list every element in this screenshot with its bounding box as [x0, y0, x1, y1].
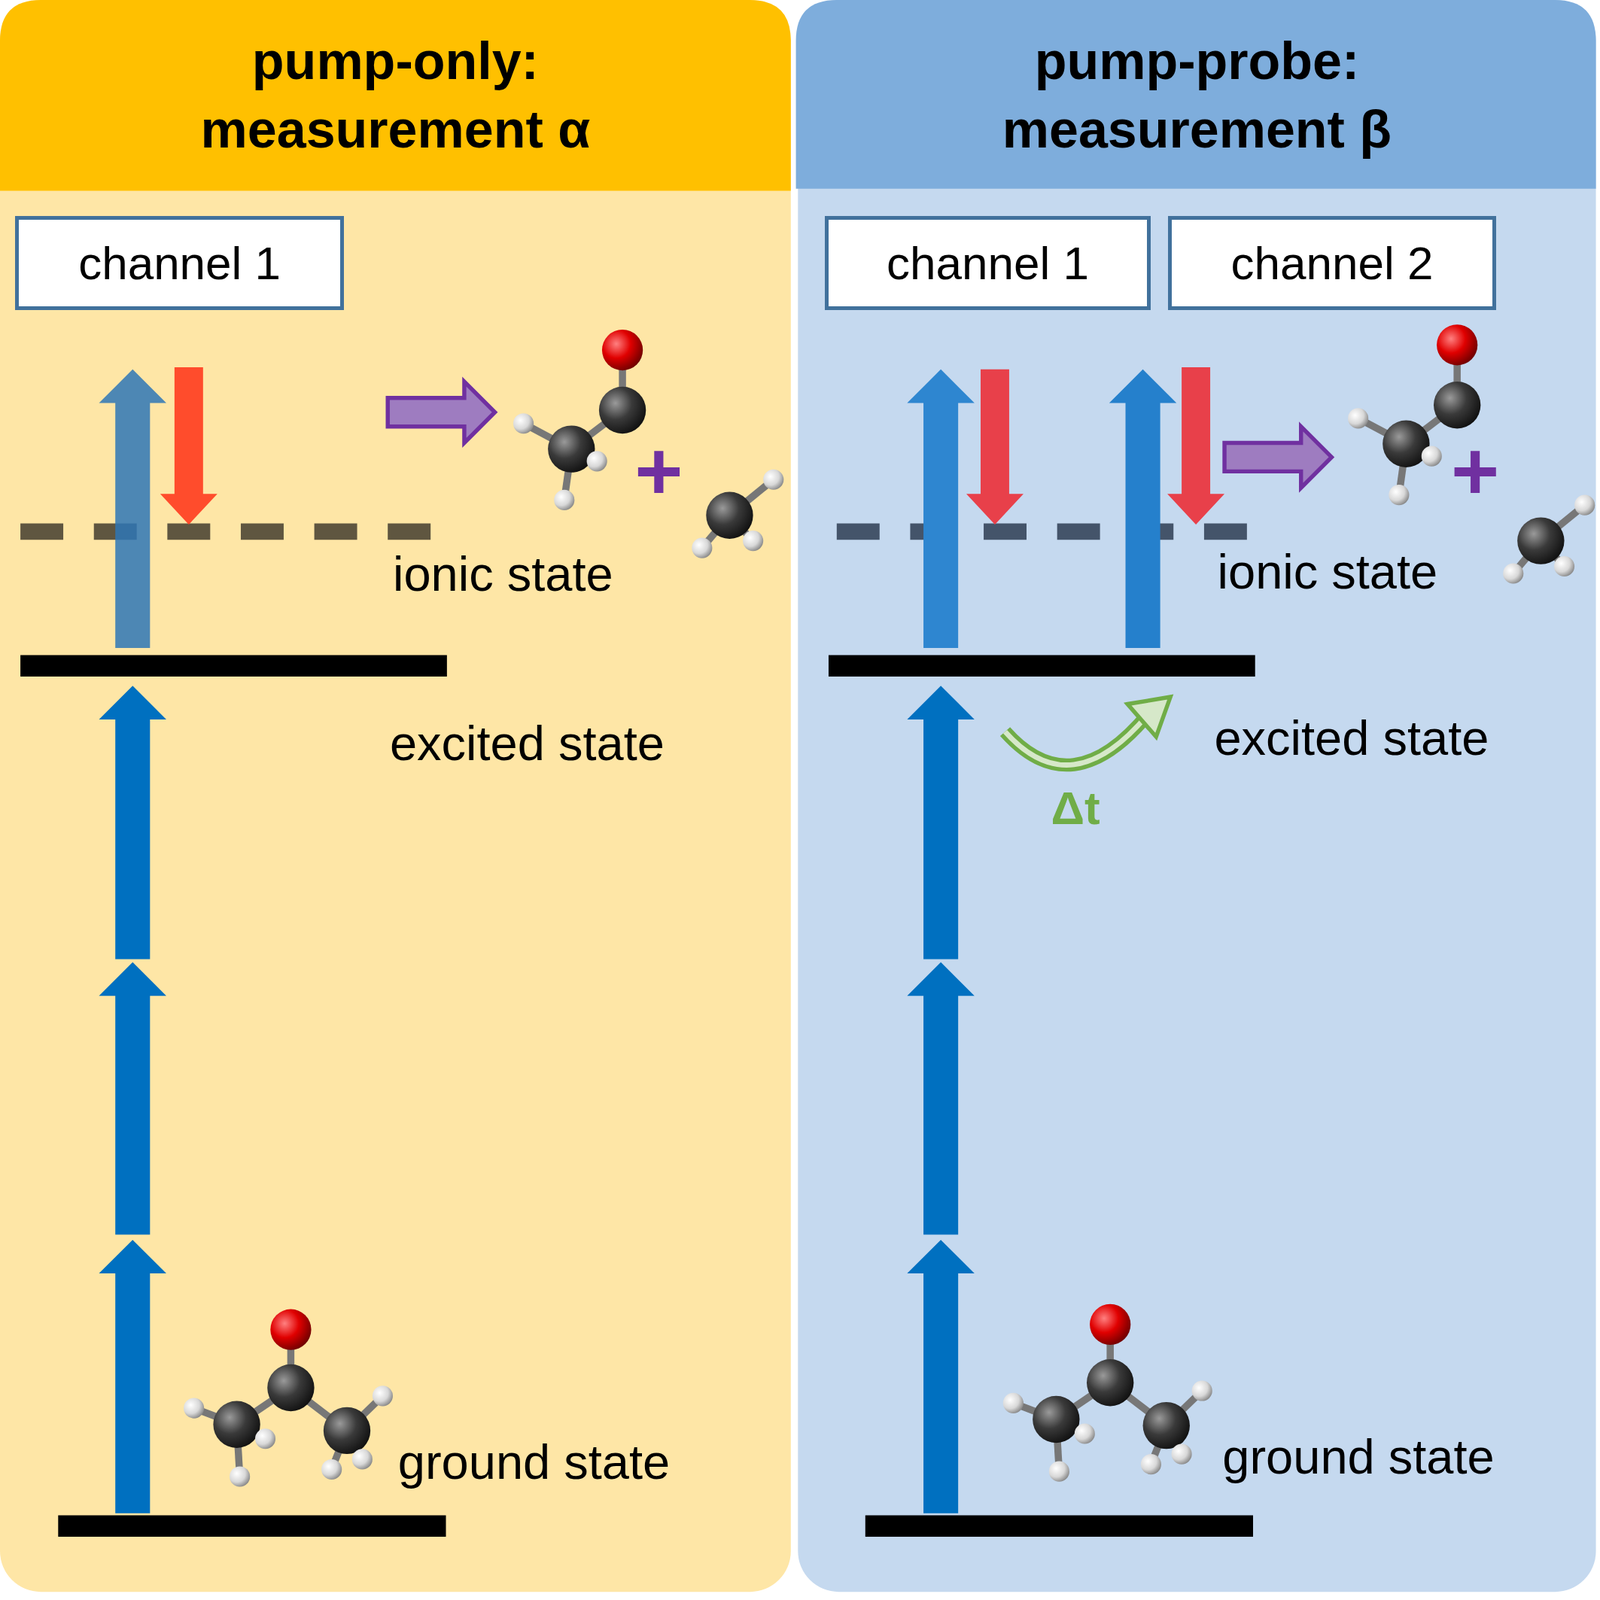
- molecule-model: [1502, 495, 1595, 585]
- panel-heading: pump-only: measurement α: [109, 27, 682, 165]
- molecules: [183, 324, 1595, 1487]
- state-label: ionic state: [1217, 547, 1439, 597]
- state-label: excited state: [1213, 713, 1489, 763]
- measurement-panel: pump-only: measurement α channel 1: [0, 0, 791, 1592]
- channel-box: channel 1: [824, 215, 1152, 311]
- state-label: ground state: [1222, 1431, 1494, 1481]
- pump-photon-arrow: [906, 962, 974, 1235]
- channel-box: channel 1: [15, 215, 344, 311]
- molecule-model: [691, 469, 784, 559]
- panel-heading: pump-probe: measurement β: [910, 27, 1483, 165]
- delay-label: Δt: [1051, 784, 1101, 832]
- electron-arrow: [966, 369, 1024, 525]
- channel-label: channel 2: [1231, 240, 1434, 287]
- probe-photon-arrow: [1109, 369, 1177, 648]
- state-label: excited state: [389, 718, 665, 768]
- electron-arrow: [160, 367, 218, 525]
- pump-photon-arrow: [99, 685, 167, 959]
- delay-arrow: [1005, 696, 1172, 765]
- pump-photon-arrow: [99, 962, 167, 1235]
- pump-photon-arrow: [906, 685, 974, 959]
- panel-left: [0, 0, 791, 1592]
- molecule-model: [183, 1309, 393, 1488]
- dissociation-arrow: [1224, 426, 1332, 488]
- pump-photon-arrow: [99, 1239, 167, 1513]
- charge-sign: +: [1450, 429, 1500, 513]
- ionization-arrow: [99, 369, 167, 648]
- channel-label: channel 1: [886, 240, 1089, 287]
- dissociation-arrow: [387, 381, 495, 443]
- measurement-panel: pump-probe: measurement β channel 1 channe…: [797, 0, 1596, 1592]
- pump-photon-arrow: [906, 1239, 974, 1513]
- molecule-model: [513, 329, 646, 511]
- charge-sign: +: [634, 429, 683, 513]
- ionization-arrow: [906, 369, 974, 648]
- state-label: ionic state: [392, 548, 614, 598]
- channel-label: channel 1: [78, 240, 281, 287]
- electron-arrow: [1167, 367, 1225, 525]
- state-label: ground state: [398, 1436, 670, 1486]
- transition-arrows: [99, 367, 1333, 1514]
- panel-right: [796, 0, 1597, 1592]
- energy-levels: [20, 531, 1256, 1537]
- channel-box: channel 2: [1168, 215, 1496, 311]
- molecule-model: [1003, 1304, 1213, 1482]
